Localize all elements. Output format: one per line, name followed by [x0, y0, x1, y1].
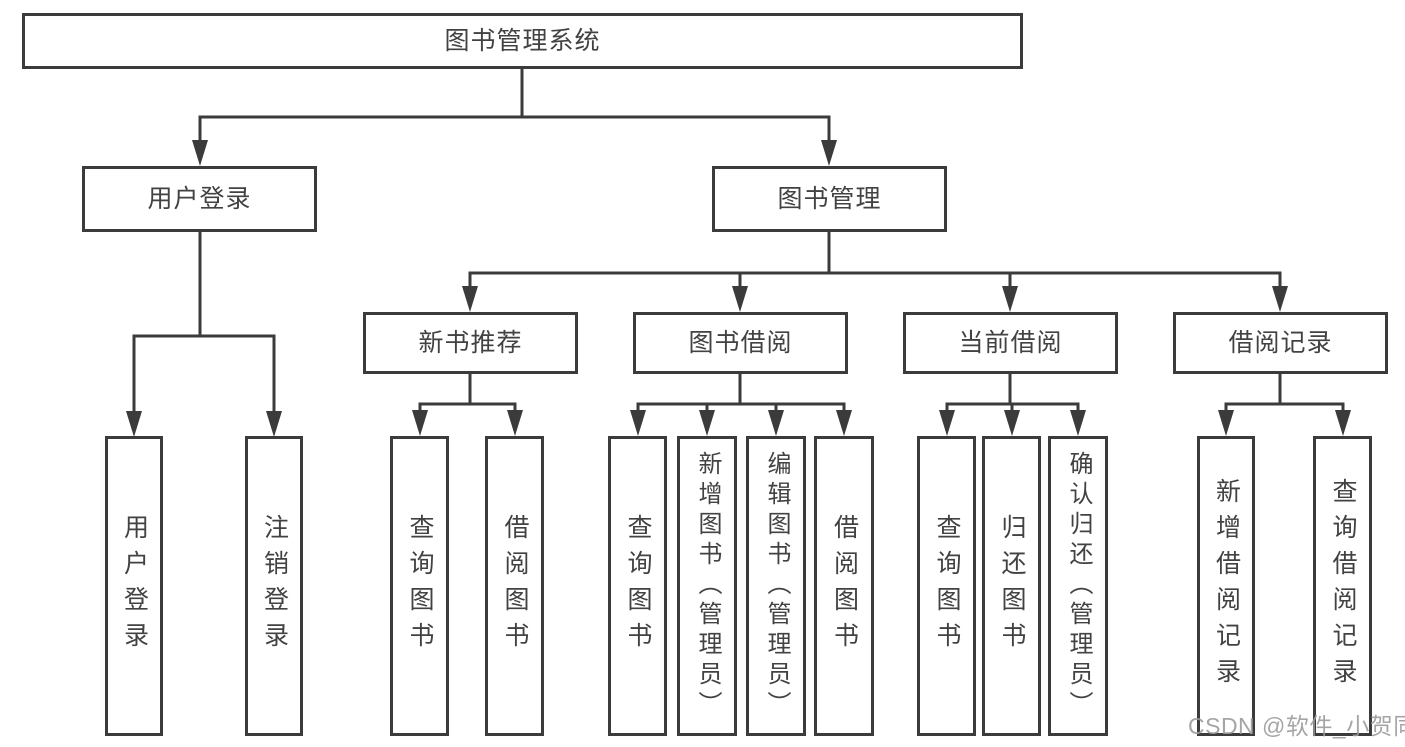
leaf-query-books-current: 查询图书	[917, 436, 976, 736]
leaf-add-book-admin: 新增图书（管理员）	[677, 436, 737, 736]
csdn-watermark: CSDN @软件_小贺同学	[1188, 713, 1405, 739]
leaf-query-books-borrow: 查询图书	[608, 436, 667, 736]
leaf-edit-book-admin: 编辑图书（管理员）	[746, 436, 806, 736]
leaf-confirm-return-admin: 确认归还（管理员）	[1048, 436, 1108, 736]
leaf-borrow-books-recommend: 借阅图书	[485, 436, 544, 736]
node-current-borrow: 当前借阅	[903, 312, 1118, 374]
node-user-login: 用户登录	[82, 166, 317, 232]
node-book-management: 图书管理	[712, 166, 947, 232]
node-book-borrow: 图书借阅	[633, 312, 848, 374]
leaf-borrow-books: 借阅图书	[814, 436, 874, 736]
node-borrow-records: 借阅记录	[1173, 312, 1388, 374]
leaf-query-books-recommend: 查询图书	[390, 436, 449, 736]
leaf-logout: 注销登录	[245, 436, 303, 736]
node-new-book-recommend: 新书推荐	[363, 312, 578, 374]
leaf-query-borrow-record: 查询借阅记录	[1313, 436, 1372, 736]
node-root-library-management-system: 图书管理系统	[22, 13, 1023, 69]
leaf-add-borrow-record: 新增借阅记录	[1197, 436, 1255, 736]
leaf-return-book: 归还图书	[982, 436, 1041, 736]
leaf-user-login: 用户登录	[105, 436, 163, 736]
